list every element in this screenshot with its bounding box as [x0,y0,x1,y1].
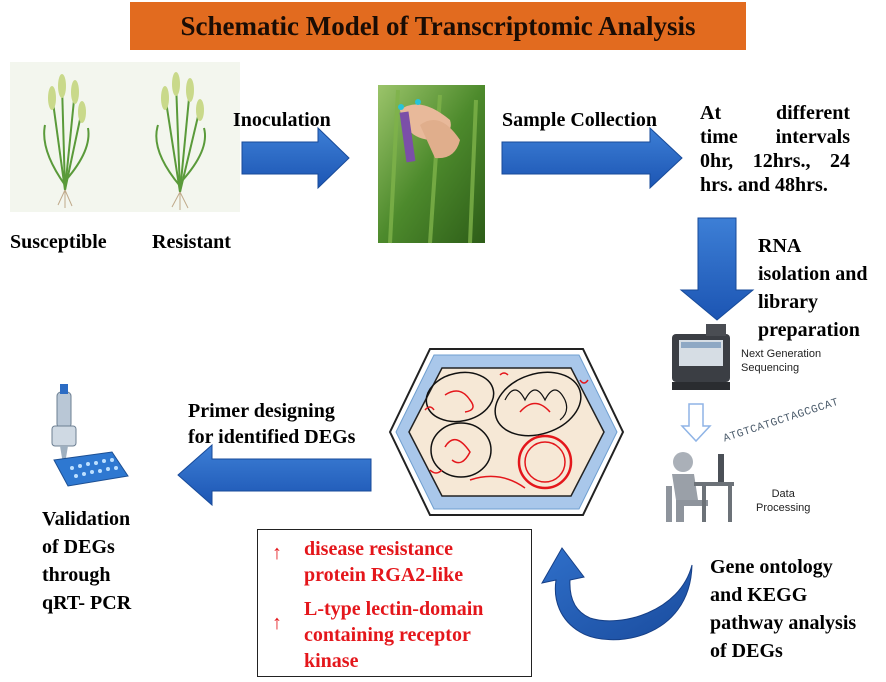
validation-text: Validation of DEGs through qRT- PCR [42,508,132,614]
wheat-plant-icon [130,62,240,212]
cell-diagram [388,348,625,516]
gene-ontology-curved-arrow [541,547,693,641]
time-intervals-text: At different time intervals 0hr, 12hrs.,… [700,102,850,196]
up-arrow-icon: ↑ [272,542,282,564]
title-banner: Schematic Model of Transcriptomic Analys… [130,2,746,50]
sample-collection-arrow [501,126,683,190]
up-arrow-icon: ↑ [272,612,282,634]
gene-ontology-text: Gene ontology and KEGG pathway analysis … [710,556,857,662]
rna-isolation-arrow [679,217,755,321]
primer-designing-text: Primer designing for identified DEGs [188,400,356,448]
resistant-label: Resistant [152,231,231,253]
page-title: Schematic Model of Transcriptomic Analys… [180,10,696,41]
inoculation-label: Inoculation [233,109,331,131]
susceptible-label: Susceptible [10,231,107,253]
rna-isolation-text: RNA isolation and library preparation [758,235,868,341]
inoculation-arrow [241,126,350,190]
sample-collection-photo-icon [378,85,485,244]
pipette-plate-icon [51,384,129,487]
sample-collection-label: Sample Collection [502,109,657,131]
wheat-plant-icon [10,62,130,212]
sequencer-icon [672,324,730,390]
computer-user-icon [666,452,734,522]
upregulated-genes-box: ↑ disease resistance protein RGA2-like ↑… [257,529,532,677]
ngs-label: Next Generation Sequencing [741,348,822,374]
ngs-to-data-arrow [680,403,712,443]
gene-rga2: disease resistance protein RGA2-like [304,538,464,586]
primer-designing-arrow [177,443,372,507]
data-processing-label: Data Processing [756,488,811,514]
gene-lectin-kinase: L-type lectin-domain containing receptor… [304,598,484,672]
